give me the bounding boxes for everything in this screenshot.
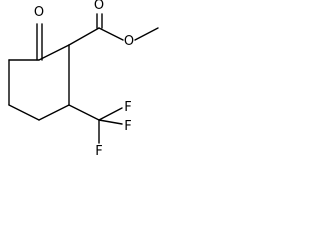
ketone-group [36,23,43,61]
fluorine-label-2: F [124,119,131,134]
cf-bond-1 [98,107,123,121]
ester-carbonyl-oxygen-label: O [94,0,104,13]
chemical-structure-diagram: O O O F F F [8,0,159,159]
ester-group [68,13,159,46]
ketone-oxygen-label: O [34,5,44,20]
ester-single-bond-o [98,27,124,41]
ring-bond-c3-c4 [38,104,70,121]
ester-ether-oxygen-label: O [124,34,134,49]
cf-bond-2 [98,119,123,125]
fluorine-label-3: F [95,144,102,159]
methyl-bond [134,27,159,41]
fluorine-label-1: F [124,100,131,115]
ring-bond-c1-c2 [38,44,70,61]
cf3-attach-bond [68,104,100,121]
trifluoromethyl-group [68,104,123,144]
cyclohexane-ring [8,44,70,121]
ester-c-carbonyl-bond [68,27,100,46]
ring-bond-c4-c5 [8,104,40,121]
